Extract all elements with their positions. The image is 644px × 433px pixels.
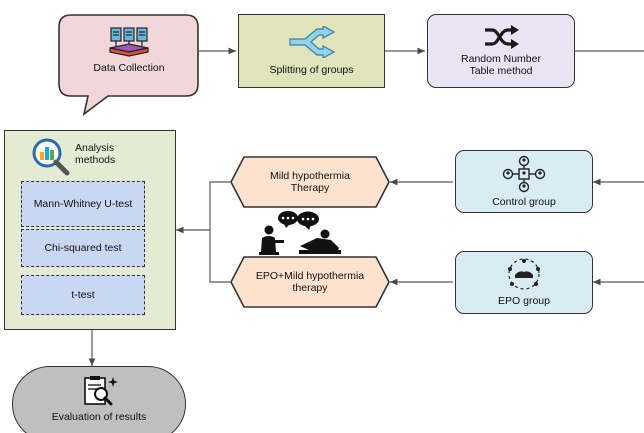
people-network-icon (502, 155, 546, 193)
method-t-test-label: t-test (71, 288, 95, 301)
clipboard-search-icon (84, 376, 118, 406)
epo-mild-label: EPO+Mild hypothermia therapy (255, 269, 365, 294)
method-box-t-test: t-test (21, 275, 145, 315)
evaluation-label: Evaluation of results (51, 411, 147, 423)
epo-group-node: EPO group (455, 251, 593, 314)
method-box-chi-squared: Chi-squared test (21, 229, 145, 267)
mild-hypothermia-label: Mild hypothermia Therapy (270, 169, 350, 194)
documents-upload-icon (109, 27, 149, 57)
group-meeting-icon (508, 258, 540, 291)
random-number-label: Random Number Table method (461, 52, 541, 77)
data-collection-bubble (58, 14, 199, 116)
control-group-label: Control group (492, 195, 556, 208)
epo-group-label: EPO group (498, 295, 550, 308)
arrow-merge-bracket (209, 181, 230, 283)
method-chi-squared-label: Chi-squared test (44, 241, 122, 254)
mild-hypothermia-hexagon (230, 156, 390, 208)
analysis-methods-title: Analysis methods (75, 142, 116, 167)
evaluation-node: Evaluation of results (12, 366, 186, 433)
magnifier-chart-icon (32, 138, 70, 176)
method-mann-whitney-label: Mann-Whitney U-test (33, 197, 133, 210)
split-arrow-icon (288, 25, 335, 58)
data-collection-node: Data Collection (58, 15, 200, 85)
splitting-groups-node: Splitting of groups (238, 14, 385, 88)
random-number-node: Random Number Table method (427, 14, 575, 88)
epo-mild-hexagon (230, 256, 390, 308)
mild-hypothermia-node: Mild hypothermia Therapy (230, 156, 390, 208)
method-box-mann-whitney: Mann-Whitney U-test (21, 181, 145, 227)
therapy-session-icon (259, 211, 341, 255)
shuffle-icon (485, 24, 519, 49)
epo-mild-node: EPO+Mild hypothermia therapy (230, 256, 390, 308)
data-collection-label: Data Collection (93, 61, 165, 74)
control-group-node: Control group (455, 150, 593, 213)
analysis-methods-panel: Analysis methods Mann-Whitney U-test Chi… (4, 130, 176, 330)
splitting-groups-label: Splitting of groups (269, 63, 354, 76)
